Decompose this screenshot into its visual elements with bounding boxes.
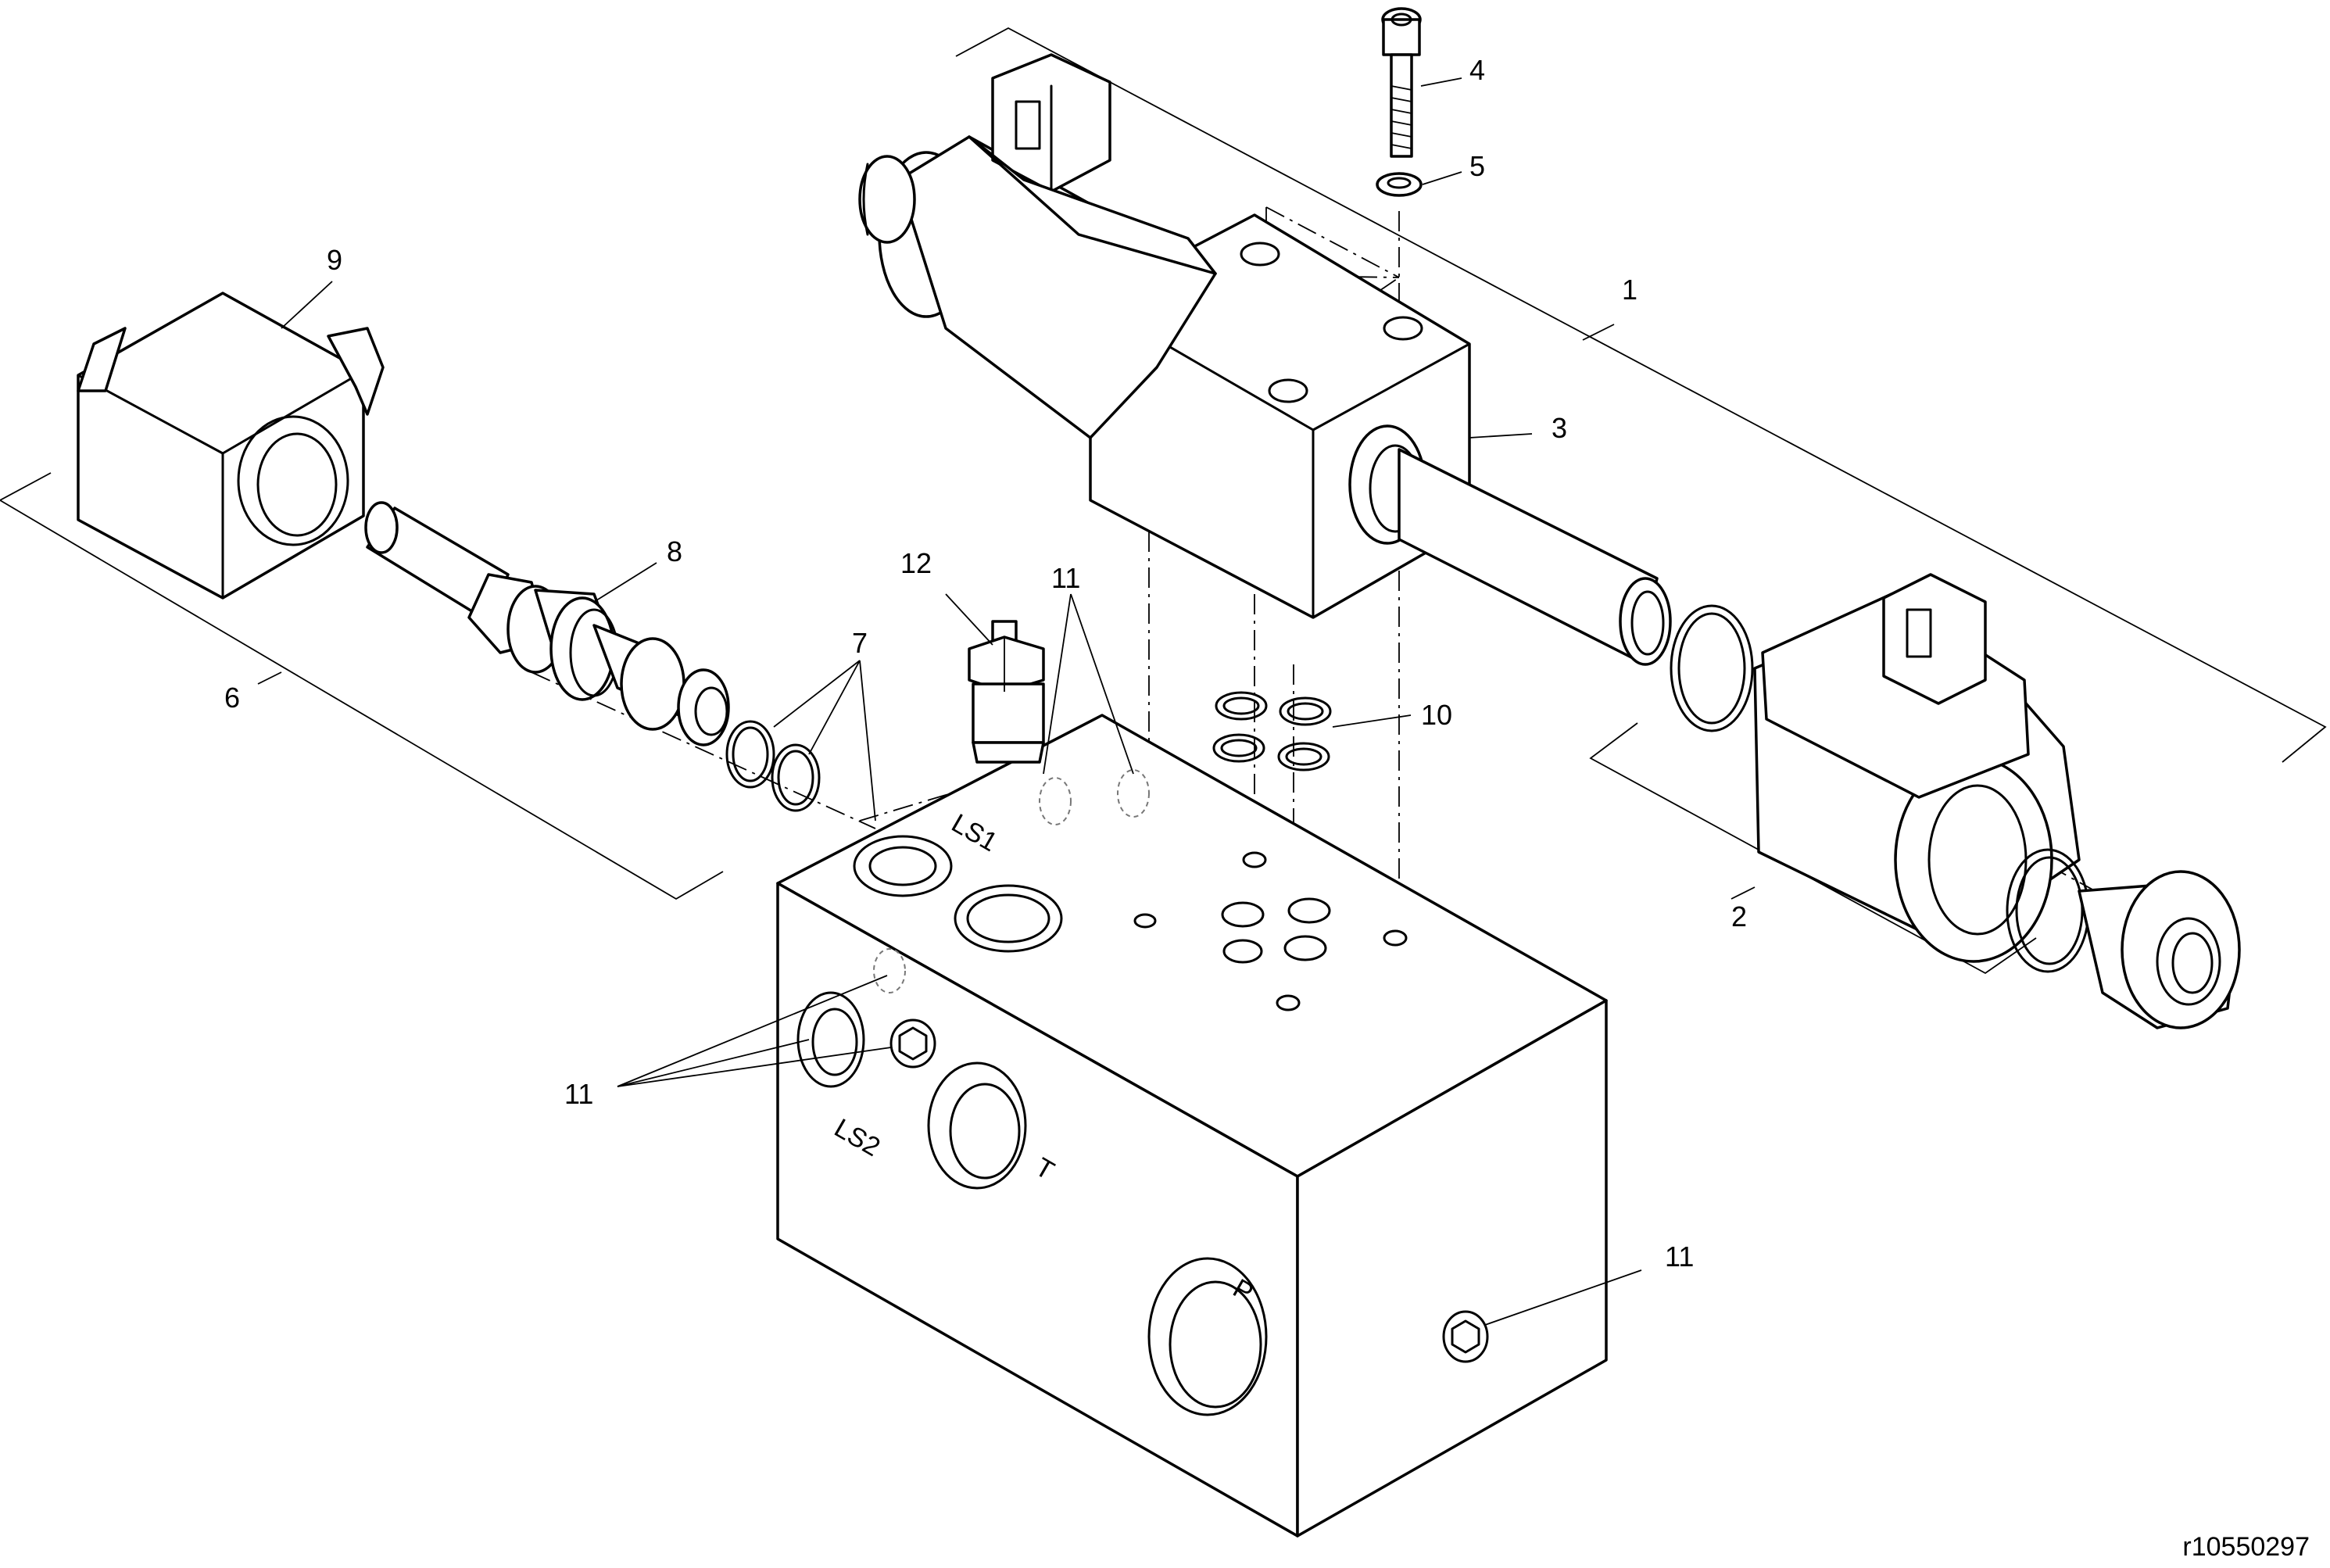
callout-11-top: 11 (1051, 562, 1080, 594)
connector-upper (968, 53, 1217, 275)
front-face-ports (796, 948, 1268, 1416)
callout-2: 2 (1731, 900, 1747, 933)
solenoid-coil-upper (858, 135, 1217, 439)
callout-9: 9 (327, 244, 342, 276)
callout-5: 5 (1469, 150, 1485, 182)
callout-4: 4 (1469, 54, 1485, 86)
o-rings-10 (1212, 691, 1332, 771)
callout-8: 8 (667, 535, 682, 567)
callout-1: 1 (1622, 274, 1637, 306)
valve-spool-tube (1348, 424, 1672, 666)
solenoid-coil-left (77, 292, 385, 600)
callout-12: 12 (900, 547, 932, 579)
callout-10: 10 (1421, 699, 1452, 731)
plug-12 (968, 620, 1045, 764)
valve-block (776, 714, 1608, 1538)
solenoid-coil-right (1753, 573, 2090, 973)
o-ring-right-large (1670, 604, 1754, 732)
lock-nut-right (2078, 870, 2241, 1029)
o-rings-7 (725, 720, 821, 812)
screw-4 (1381, 7, 1422, 158)
drawing-reference: r10550297 (2182, 1532, 2310, 1562)
ghost-o-rings-11 (1039, 769, 1150, 825)
bracket-group-1 (955, 27, 2327, 763)
bracket-group-6 (0, 472, 724, 900)
side-plug-11 (1442, 1310, 1489, 1363)
washer-5 (1376, 172, 1423, 197)
callout-numbers: 1 2 3 4 5 6 7 8 9 10 11 11 11 12 (224, 54, 1747, 1273)
callout-7: 7 (852, 627, 868, 659)
top-face-ports (853, 835, 1408, 1011)
callout-11-right: 11 (1665, 1240, 1694, 1273)
cartridge-valve-8 (364, 501, 730, 746)
callout-3: 3 (1552, 412, 1567, 444)
leader-lines (257, 77, 1756, 1326)
callout-11-left: 11 (564, 1078, 593, 1110)
callout-6: 6 (224, 682, 240, 714)
